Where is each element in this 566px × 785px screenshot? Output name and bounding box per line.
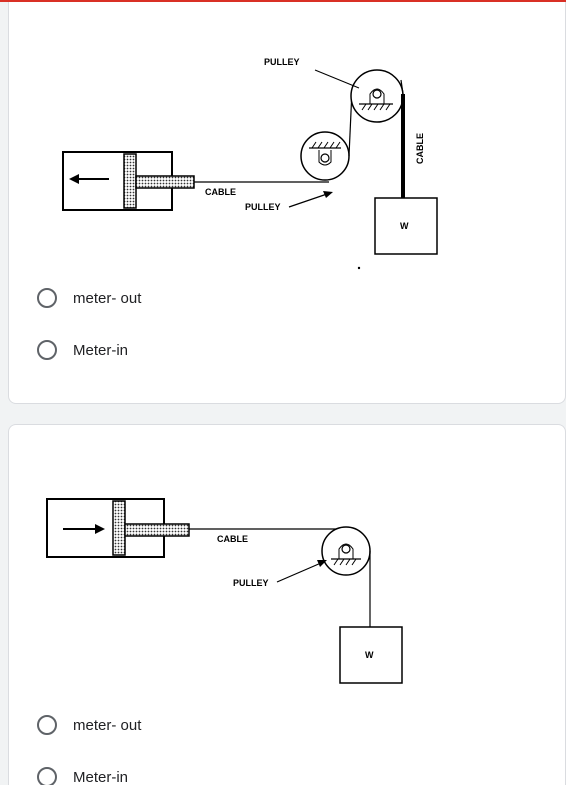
radio-button[interactable] bbox=[37, 715, 57, 735]
cable-label: CABLE bbox=[217, 534, 248, 544]
option-label: meter- out bbox=[73, 716, 142, 734]
radio-button[interactable] bbox=[37, 767, 57, 785]
hydraulic-cylinder-single-pulley-diagram: CABLE W PULLEY bbox=[46, 498, 403, 684]
option-meter-in-1[interactable]: Meter-in bbox=[37, 336, 128, 364]
weight-label: W bbox=[365, 650, 374, 660]
question-card-1: CABLE PULLEY CABLE W PULLEY meter- out bbox=[8, 2, 566, 404]
radio-button[interactable] bbox=[37, 340, 57, 360]
option-meter-out-1[interactable]: meter- out bbox=[37, 284, 141, 312]
radio-button[interactable] bbox=[37, 288, 57, 308]
weight-label: W bbox=[400, 221, 409, 231]
piston-rod bbox=[124, 523, 190, 537]
weight-block bbox=[339, 626, 403, 684]
pulley-top-label: PULLEY bbox=[264, 57, 300, 67]
piston-rod bbox=[135, 175, 195, 189]
weight-block bbox=[374, 197, 438, 255]
piston bbox=[112, 500, 126, 556]
lower-pulley-icon bbox=[300, 131, 350, 181]
option-label: meter- out bbox=[73, 289, 142, 307]
top-accent-line bbox=[0, 0, 566, 2]
piston bbox=[123, 153, 137, 209]
direction-arrow-left-icon bbox=[69, 174, 79, 184]
hydraulic-cylinder-two-pulley-diagram: CABLE PULLEY CABLE W PULLEY bbox=[62, 57, 438, 270]
option-meter-out-2[interactable]: meter- out bbox=[37, 711, 141, 739]
cable-horizontal-label: CABLE bbox=[205, 187, 236, 197]
upper-pulley-icon bbox=[350, 69, 404, 123]
cylinder-body bbox=[62, 151, 173, 211]
direction-arrow-right-icon bbox=[95, 524, 105, 534]
option-label: Meter-in bbox=[73, 768, 129, 785]
cable-vertical-label: CABLE bbox=[415, 133, 425, 164]
option-label: Meter-in bbox=[73, 341, 129, 359]
pulley-bottom-label: PULLEY bbox=[245, 202, 281, 212]
question-card-2: CABLE W PULLEY meter- out Meter-in bbox=[8, 424, 566, 785]
pulley-icon bbox=[321, 526, 371, 576]
option-meter-in-2[interactable]: Meter-in bbox=[37, 763, 128, 785]
pulley-label: PULLEY bbox=[233, 578, 269, 588]
